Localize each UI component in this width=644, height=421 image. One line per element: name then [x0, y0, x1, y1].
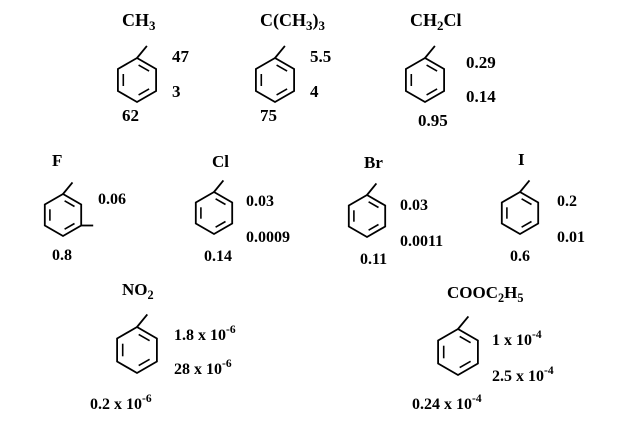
- benzene-ring: [255, 45, 295, 104]
- double-bond: [215, 198, 226, 206]
- double-bond: [64, 222, 75, 230]
- substituent-bond: [457, 315, 470, 330]
- double-bond: [368, 223, 379, 231]
- substituent-bond: [519, 179, 531, 193]
- meta-value: 0.0011: [400, 233, 443, 250]
- double-bond: [459, 360, 472, 369]
- substituent-label: CH2Cl: [410, 10, 461, 33]
- substituent-label: Br: [364, 153, 383, 172]
- substituent-bond: [424, 45, 436, 59]
- double-bond: [138, 88, 150, 96]
- compound-toluene: CH3 47 3 62: [117, 10, 190, 125]
- substituent-bond: [136, 313, 148, 328]
- substituent-label: CH3: [122, 10, 156, 33]
- substituent-label: Cl: [212, 152, 229, 171]
- compound-chlorobenzene: Cl 0.03 0.0009 0.14: [194, 152, 290, 265]
- ortho-value: 47: [172, 47, 190, 66]
- ortho-value: 0.29: [466, 53, 496, 72]
- benzene-ring: [116, 313, 158, 375]
- substituent-label: F: [52, 151, 62, 170]
- substituent-label: COOC2H5: [447, 283, 523, 305]
- ortho-value: 5.5: [310, 47, 331, 66]
- double-bond: [215, 220, 226, 228]
- compound-iodobenzene: I 0.2 0.01 0.6: [500, 150, 585, 265]
- double-bond: [521, 198, 532, 206]
- benzene-ring: [405, 45, 445, 104]
- ring-outline: [117, 56, 157, 104]
- meta-value: 3: [172, 82, 181, 101]
- meta-value: 0.14: [466, 87, 496, 106]
- substituent-label: C(CH3)3: [260, 10, 325, 33]
- double-bond: [459, 335, 472, 344]
- meta-value: 28 x 10-6: [174, 358, 232, 378]
- ring-outline: [255, 56, 295, 104]
- double-bond: [426, 64, 438, 72]
- para-value: 75: [260, 106, 277, 125]
- double-bond: [426, 88, 438, 96]
- meta-value: 4: [310, 82, 319, 101]
- double-bond: [138, 333, 151, 342]
- benzene-ring: [437, 315, 479, 377]
- double-bond: [276, 88, 288, 96]
- para-value: 0.2 x 10-6: [90, 393, 152, 413]
- benzene-ring: [43, 181, 83, 238]
- para-value: 0.6: [510, 248, 530, 265]
- para-value: 0.8: [52, 247, 72, 264]
- ortho-value: 1.8 x 10-6: [174, 324, 236, 344]
- para-value: 0.95: [418, 111, 448, 130]
- double-bond: [138, 358, 151, 367]
- compound-bromobenzene: Br 0.03 0.0011 0.11: [347, 153, 443, 268]
- compound-tert-butylbenzene: C(CH3)3 5.5 4 75: [255, 10, 331, 125]
- double-bond: [521, 220, 532, 228]
- double-bond: [368, 201, 379, 209]
- benzene-ring: [194, 179, 234, 236]
- substituent-bond: [136, 45, 148, 59]
- ortho-value: 0.03: [246, 193, 274, 210]
- meta-value: 2.5 x 10-4: [492, 365, 554, 385]
- meta-value: 0.0009: [246, 229, 290, 246]
- substituent-bond: [366, 182, 378, 196]
- ring-outline: [116, 325, 158, 375]
- para-value: 0.11: [360, 251, 387, 268]
- double-bond: [138, 64, 150, 72]
- para-value: 0.14: [204, 248, 232, 265]
- substituent-label: NO2: [122, 280, 154, 302]
- ortho-value: 0.2: [557, 193, 577, 210]
- double-bond: [64, 200, 75, 208]
- ring-outline: [500, 190, 540, 236]
- ring-outline: [437, 327, 479, 377]
- compound-ethyl-benzoate: COOC2H5 1 x 10-4 2.5 x 10-4 0.24 x 10-4: [412, 283, 554, 413]
- compound-nitrobenzene: NO2 1.8 x 10-6 28 x 10-6 0.2 x 10-6: [90, 280, 236, 413]
- double-bond: [276, 64, 288, 72]
- ortho-value: 0.03: [400, 197, 428, 214]
- substituent-bond: [62, 181, 74, 195]
- ortho-value: 0.06: [98, 191, 126, 208]
- compound-benzyl-chloride: CH2Cl 0.29 0.14 0.95: [405, 10, 496, 130]
- ortho-value: 1 x 10-4: [492, 329, 542, 349]
- ring-outline: [194, 190, 234, 236]
- substituent-bond: [213, 179, 225, 193]
- para-value: 0.24 x 10-4: [412, 393, 482, 413]
- compound-fluorobenzene: F 0.06 0.8: [43, 151, 126, 264]
- benzene-ring: [117, 45, 157, 104]
- ring-outline: [43, 192, 83, 238]
- benzene-ring: [500, 179, 540, 236]
- substituent-label: I: [518, 150, 525, 169]
- substituent-bond: [274, 45, 286, 59]
- benzene-ring: [347, 182, 387, 239]
- ring-outline: [405, 56, 445, 104]
- para-value: 62: [122, 106, 139, 125]
- ring-outline: [347, 193, 387, 239]
- meta-value: 0.01: [557, 229, 585, 246]
